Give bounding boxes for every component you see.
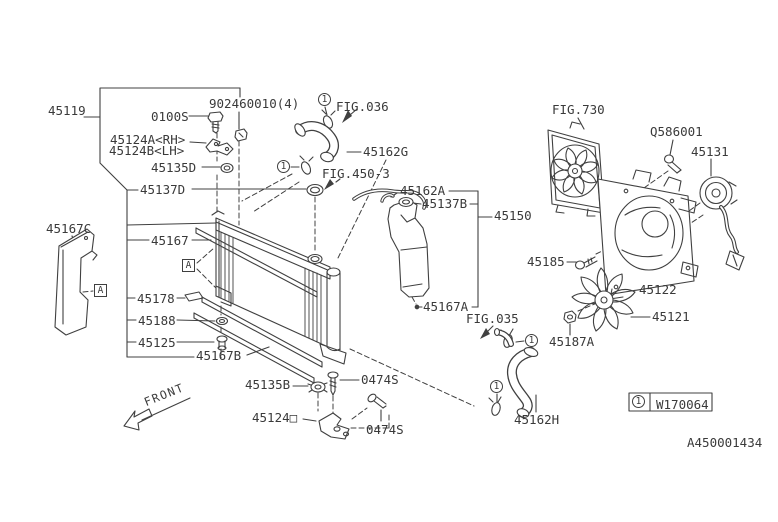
core-hatching	[220, 231, 322, 345]
callout-1-lower-hose-bottom[interactable]: 1	[490, 380, 503, 393]
label-45167c[interactable]: 45167C	[46, 221, 92, 236]
label-45162h[interactable]: 45162H	[514, 412, 560, 427]
small-hardware	[184, 162, 420, 393]
label-fig-036[interactable]: FIG.036	[336, 99, 389, 114]
fan-shroud-drawing	[597, 169, 699, 300]
upper-hose-drawing	[294, 121, 340, 163]
label-45137d[interactable]: 45137D	[140, 182, 186, 197]
callout-1-lower-hose-top[interactable]: 1	[525, 334, 538, 347]
label-45185[interactable]: 45185	[527, 254, 565, 269]
reservoir-tank-drawing	[387, 196, 430, 298]
lower-hose-drawing	[493, 327, 539, 418]
label-45178[interactable]: 45178	[137, 291, 175, 306]
label-fig-450-3[interactable]: FIG.450-3	[322, 166, 390, 181]
legend-box	[628, 392, 713, 412]
label-45162a[interactable]: 45162A	[400, 183, 446, 198]
ref-marker-a-radiator: A	[182, 259, 195, 272]
label-45119[interactable]: 45119	[48, 103, 86, 118]
label-q586001[interactable]: Q586001	[650, 124, 703, 139]
fan-motor-drawing	[699, 176, 745, 271]
fan-blade-drawing	[571, 267, 636, 332]
legend-callout-symbol: 1	[632, 395, 645, 408]
label-45131[interactable]: 45131	[691, 144, 729, 159]
label-fig-730[interactable]: FIG.730	[552, 102, 605, 117]
label-902460010[interactable]: 902460010(4)	[209, 96, 300, 111]
label-45187a[interactable]: 45187A	[549, 334, 595, 349]
label-45122[interactable]: 45122	[639, 282, 677, 297]
label-0100s[interactable]: 0100S	[151, 109, 189, 124]
label-45137b[interactable]: 45137B	[422, 196, 468, 211]
overflow-tube-drawing	[352, 188, 427, 210]
label-45121[interactable]: 45121	[652, 309, 690, 324]
legend-part-code[interactable]: W170064	[656, 397, 709, 412]
label-0474s-1[interactable]: 0474S	[361, 372, 399, 387]
label-45125[interactable]: 45125	[138, 335, 176, 350]
label-45124b[interactable]: 45124B<LH>	[109, 143, 185, 158]
bolts-and-nuts	[205, 111, 682, 440]
radiator-drawing	[193, 183, 347, 384]
air-guide-drawing	[54, 228, 98, 336]
label-45167[interactable]: 45167	[151, 233, 189, 248]
label-45162g[interactable]: 45162G	[363, 144, 409, 159]
label-fig-035[interactable]: FIG.035	[466, 311, 519, 326]
label-45135d[interactable]: 45135D	[151, 160, 197, 175]
fig-arrowheads	[324, 110, 490, 339]
label-45135b[interactable]: 45135B	[245, 377, 291, 392]
label-45124a[interactable]: 45124A<RH>	[110, 132, 186, 147]
label-45124sq[interactable]: 45124□	[252, 410, 298, 425]
callout-1-upper-hose-bottom[interactable]: 1	[277, 160, 290, 173]
label-45188[interactable]: 45188	[138, 313, 176, 328]
label-0474s-2[interactable]: 0474S	[366, 422, 404, 437]
label-45167b[interactable]: 45167B	[196, 348, 242, 363]
ref-marker-a-shield: A	[94, 284, 107, 297]
drawing-number: A450001434	[687, 435, 763, 450]
label-45150[interactable]: 45150	[494, 208, 532, 223]
front-arrow	[123, 397, 191, 431]
condenser-fan-drawing	[547, 121, 605, 217]
label-45167a[interactable]: 45167A	[423, 299, 469, 314]
callout-1-upper-hose-top[interactable]: 1	[318, 93, 331, 106]
